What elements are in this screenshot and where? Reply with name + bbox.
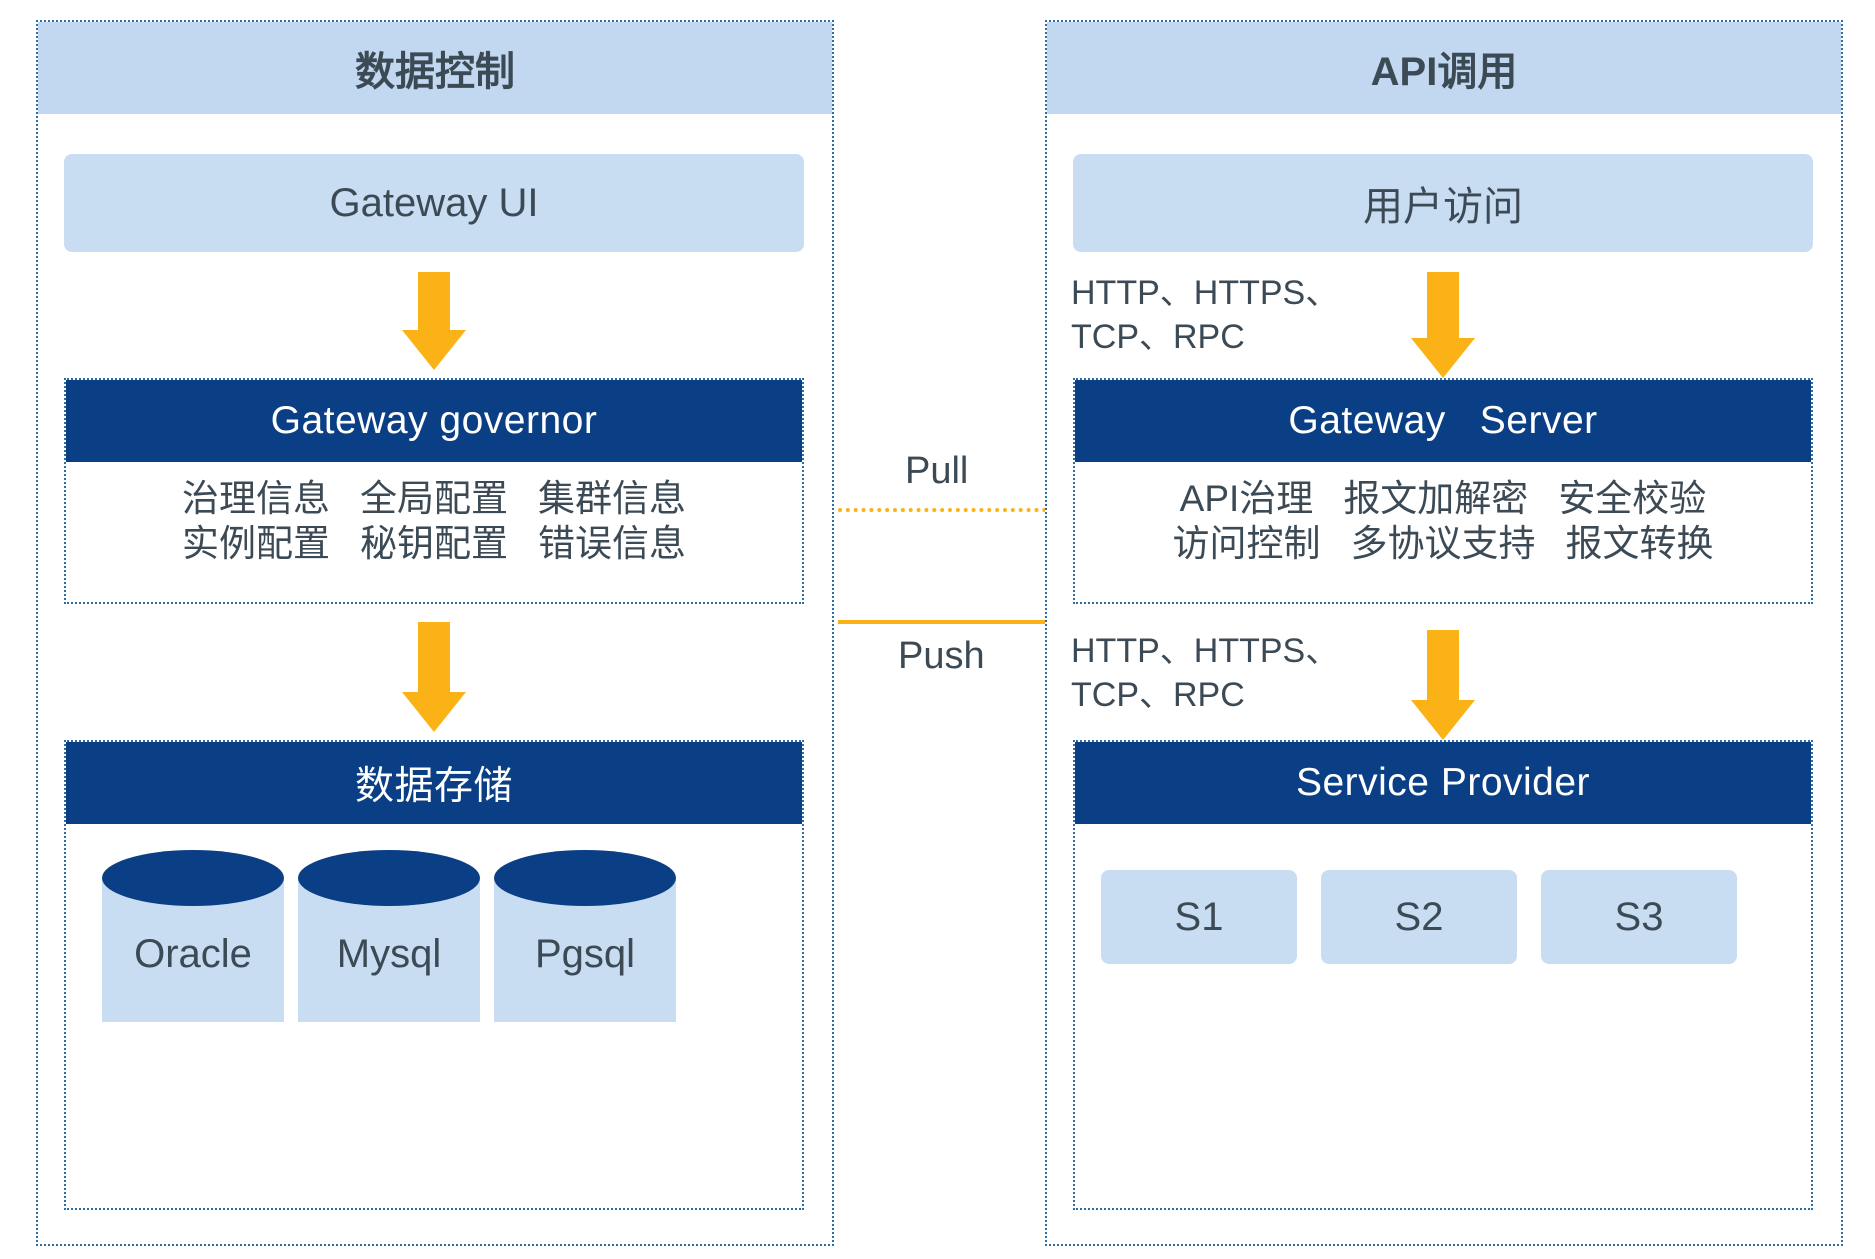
- server-feature-row-1: API治理 报文加解密 安全校验: [1180, 476, 1707, 521]
- panel-left-title: 数据控制: [38, 22, 832, 114]
- panel-right-title: API调用: [1047, 22, 1841, 114]
- cylinder-top: [298, 850, 480, 906]
- governor-feature: 秘钥配置: [360, 523, 508, 565]
- service-box-s1[interactable]: S1: [1101, 870, 1297, 964]
- arrow-governor-to-storage: [402, 622, 466, 732]
- server-feature: 安全校验: [1558, 478, 1707, 519]
- gateway-governor-body: 治理信息 全局配置 集群信息 实例配置 秘钥配置 错误信息: [66, 462, 802, 576]
- gateway-governor-card: Gateway governor 治理信息 全局配置 集群信息 实例配置 秘钥配…: [64, 378, 804, 604]
- governor-feature-row-1: 治理信息 全局配置 集群信息: [182, 476, 686, 521]
- pull-connector-label: Pull: [905, 450, 969, 492]
- server-feature-row-2: 访问控制 多协议支持 报文转换: [1173, 521, 1714, 566]
- database-label: Mysql: [336, 932, 442, 976]
- gateway-server-card: Gateway Server API治理 报文加解密 安全校验 访问控制 多协议…: [1073, 378, 1813, 604]
- cylinder-top: [494, 850, 676, 906]
- governor-feature-row-2: 实例配置 秘钥配置 错误信息: [182, 521, 686, 566]
- database-label: Pgsql: [534, 932, 636, 976]
- protocol-label-bottom: HTTP、HTTPS、 TCP、RPC: [1071, 632, 1340, 714]
- gateway-ui-box[interactable]: Gateway UI: [64, 154, 804, 252]
- cylinder-top: [102, 850, 284, 906]
- arrow-ui-to-governor: [402, 272, 466, 370]
- database-cylinder-mysql[interactable]: Mysql: [298, 850, 480, 1022]
- service-box-s3[interactable]: S3: [1541, 870, 1737, 964]
- governor-feature: 治理信息: [182, 478, 330, 519]
- panel-data-control: 数据控制 Gateway UI Gateway governor 治理信息 全局…: [36, 20, 834, 1246]
- gateway-server-title: Gateway Server: [1075, 380, 1811, 462]
- data-storage-card: 数据存储 Oracle Mysql Pgsql: [64, 740, 804, 1210]
- service-provider-card: Service Provider S1 S2 S3: [1073, 740, 1813, 1210]
- governor-feature: 集群信息: [538, 478, 686, 519]
- data-storage-title: 数据存储: [66, 742, 802, 824]
- database-cylinder-pgsql[interactable]: Pgsql: [494, 850, 676, 1022]
- user-access-box[interactable]: 用户访问: [1073, 154, 1813, 252]
- server-feature: API治理: [1179, 478, 1314, 519]
- gateway-server-body: API治理 报文加解密 安全校验 访问控制 多协议支持 报文转换: [1075, 462, 1811, 576]
- governor-feature: 全局配置: [360, 478, 508, 519]
- server-feature: 多协议支持: [1350, 523, 1536, 565]
- database-label: Oracle: [134, 932, 252, 976]
- server-feature: 报文转换: [1565, 523, 1714, 565]
- arrow-user-to-server: [1411, 272, 1475, 378]
- push-connector-label: Push: [898, 635, 985, 677]
- arrow-server-to-provider: [1411, 630, 1475, 740]
- service-box-s2[interactable]: S2: [1321, 870, 1517, 964]
- database-cylinder-oracle[interactable]: Oracle: [102, 850, 284, 1022]
- pull-connector-line: [838, 508, 1078, 512]
- service-provider-title: Service Provider: [1075, 742, 1811, 824]
- push-connector-line: [838, 620, 1058, 624]
- server-feature: 访问控制: [1172, 523, 1321, 565]
- server-feature: 报文加解密: [1343, 478, 1529, 519]
- governor-feature: 实例配置: [182, 523, 330, 565]
- panel-api-invocation: API调用 用户访问 HTTP、HTTPS、 TCP、RPC Gateway S…: [1045, 20, 1843, 1246]
- gateway-governor-title: Gateway governor: [66, 380, 802, 462]
- protocol-label-top: HTTP、HTTPS、 TCP、RPC: [1071, 274, 1340, 356]
- governor-feature: 错误信息: [538, 523, 686, 565]
